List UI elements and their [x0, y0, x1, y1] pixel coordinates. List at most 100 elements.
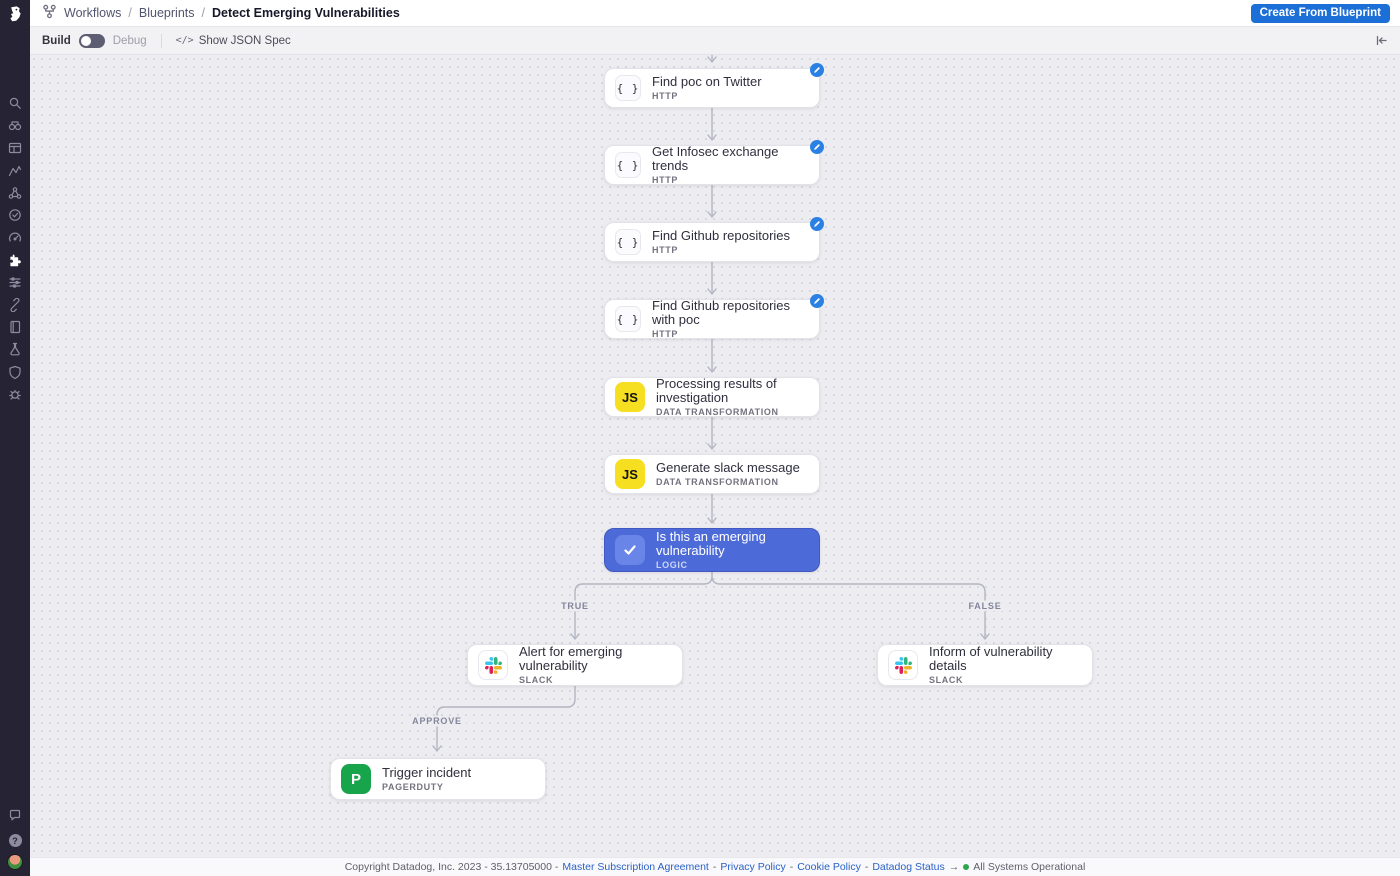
workflow-node-alert-for-emerging-vulnerability[interactable]: Alert for emerging vulnerability SLACK [467, 644, 683, 686]
pagerduty-icon: P [341, 764, 371, 794]
node-type: SLACK [519, 675, 554, 686]
branch-label-approve: APPROVE [408, 716, 466, 726]
compliance-shield-icon[interactable] [8, 365, 22, 379]
breadcrumb-workflows[interactable]: Workflows [64, 6, 122, 20]
edit-badge-icon[interactable] [810, 63, 824, 77]
workflow-node-generate-slack-message[interactable]: JS Generate slack message DATA TRANSFORM… [604, 454, 820, 494]
workflow-node-inform-of-vulnerability-details[interactable]: Inform of vulnerability details SLACK [877, 644, 1093, 686]
check-icon [615, 535, 645, 565]
javascript-icon: JS [615, 382, 645, 412]
slack-icon [888, 650, 918, 680]
node-title: Get Infosec exchange trends [652, 143, 779, 173]
bug-icon[interactable] [8, 387, 22, 401]
footer-arrow: → [948, 861, 960, 873]
toggle-knob [80, 35, 91, 46]
status-text: All Systems Operational [973, 861, 1086, 873]
branch-label-true: TRUE [557, 601, 593, 611]
page-header: Workflows / Blueprints / Detect Emerging… [30, 0, 1400, 27]
node-type: HTTP [652, 175, 679, 186]
show-json-spec-button[interactable]: </> Show JSON Spec [176, 35, 291, 47]
footer-separator: - [864, 861, 869, 873]
toolbar-divider [160, 33, 162, 48]
metrics-icon[interactable] [8, 163, 22, 177]
security-icon[interactable] [8, 208, 22, 222]
page-title: Detect Emerging Vulnerabilities [211, 6, 400, 20]
watchdog-icon[interactable] [8, 118, 22, 132]
edit-badge-icon[interactable] [810, 140, 824, 154]
node-title: Inform of vulnerability details [929, 643, 1053, 673]
http-icon: { } [615, 229, 641, 255]
node-title: Alert for emerging vulnerability [519, 643, 623, 673]
node-type: LOGIC [656, 560, 688, 571]
javascript-icon: JS [615, 459, 645, 489]
node-type: SLACK [929, 675, 964, 686]
labs-icon[interactable] [8, 342, 22, 356]
service-map-icon[interactable] [8, 186, 22, 200]
node-type: HTTP [652, 245, 679, 256]
breadcrumb-separator: / [201, 6, 205, 20]
status-dot-icon [963, 864, 970, 870]
node-title: Find poc on Twitter [652, 73, 762, 89]
user-avatar[interactable] [7, 854, 23, 870]
node-type: DATA TRANSFORMATION [656, 407, 779, 418]
workflow-node-get-infosec-exchange-trends[interactable]: { } Get Infosec exchange trends HTTP [604, 140, 824, 186]
node-title: Processing results of investigation [656, 375, 777, 405]
notebooks-icon[interactable] [8, 320, 22, 334]
help-icon[interactable]: ? [8, 834, 22, 847]
workflow-toolbar: Build Debug </> Show JSON Spec [30, 27, 1400, 55]
monitors-icon[interactable] [8, 230, 22, 244]
http-icon: { } [615, 306, 641, 332]
debug-label: Debug [112, 34, 147, 47]
show-json-spec-label: Show JSON Spec [198, 34, 291, 47]
workflow-node-find-github-repositories-with-poc[interactable]: { } Find Github repositories with poc HT… [604, 294, 824, 340]
workflow-edges [432, 55, 990, 752]
workflow-node-processing-results-of-investigation[interactable]: JS Processing results of investigation D… [604, 375, 820, 418]
footer-separator: - [789, 861, 794, 873]
breadcrumb-blueprints[interactable]: Blueprints [138, 6, 195, 20]
edit-badge-icon[interactable] [810, 294, 824, 308]
workflow-node-find-poc-on-twitter[interactable]: { } Find poc on Twitter HTTP [604, 63, 824, 108]
search-icon[interactable] [8, 96, 22, 110]
workflow-node-trigger-incident[interactable]: P Trigger incident PAGERDUTY [330, 758, 546, 800]
footer-separator: - [712, 861, 717, 873]
nav-bottom-icons: ? [0, 808, 30, 870]
node-type: DATA TRANSFORMATION [656, 477, 779, 488]
collapse-panel-icon[interactable] [1375, 34, 1388, 47]
workflow-breadcrumb-icon [42, 4, 57, 22]
copyright-text: Copyright Datadog, Inc. 2023 - 35.137050… [344, 861, 559, 873]
footer-link-master-subscription-agreement[interactable]: Master Subscription Agreement [562, 861, 709, 873]
nav-icon-list [0, 96, 30, 401]
breadcrumb-separator: / [128, 6, 132, 20]
build-label: Build [42, 34, 71, 47]
chat-icon[interactable] [8, 808, 22, 827]
workflow-node-find-github-repositories[interactable]: { } Find Github repositories HTTP [604, 217, 824, 262]
create-from-blueprint-button[interactable]: Create From Blueprint [1250, 3, 1390, 23]
branch-label-false: FALSE [964, 601, 1006, 611]
dashboards-icon[interactable] [8, 141, 22, 155]
node-type: PAGERDUTY [382, 782, 444, 793]
edit-badge-icon[interactable] [810, 217, 824, 231]
left-nav-rail: ? [0, 0, 30, 876]
pipelines-icon[interactable] [8, 275, 22, 289]
node-title: Trigger incident [382, 764, 472, 780]
http-icon: { } [615, 152, 641, 178]
footer: Copyright Datadog, Inc. 2023 - 35.137050… [30, 857, 1400, 876]
workflow-canvas[interactable]: TRUE FALSE APPROVE { } Find poc on Twitt… [30, 55, 1400, 857]
datadog-logo-icon[interactable] [6, 5, 24, 28]
footer-link-cookie-policy[interactable]: Cookie Policy [797, 861, 861, 873]
node-type: HTTP [652, 329, 679, 340]
http-icon: { } [615, 75, 641, 101]
node-title: Find Github repositories with poc [652, 297, 791, 327]
code-icon: </> [175, 35, 194, 46]
workflow-node-is-this-an-emerging-vulnerability[interactable]: Is this an emerging vulnerability LOGIC [604, 528, 820, 572]
node-title: Find Github repositories [652, 227, 791, 243]
footer-link-privacy-policy[interactable]: Privacy Policy [720, 861, 786, 873]
slack-icon [478, 650, 508, 680]
node-title: Generate slack message [656, 459, 800, 475]
workflows-icon[interactable] [8, 253, 22, 267]
integrations-icon[interactable] [8, 297, 22, 312]
breadcrumb: Workflows / Blueprints / Detect Emerging… [42, 4, 400, 22]
node-type: HTTP [652, 91, 679, 102]
footer-link-datadog-status[interactable]: Datadog Status [872, 861, 945, 873]
build-debug-toggle[interactable] [78, 33, 105, 48]
